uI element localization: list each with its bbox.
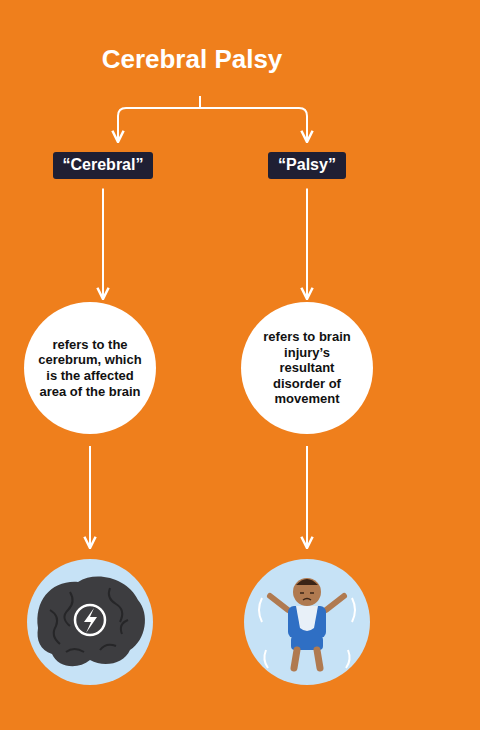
brain-illustration [27, 559, 153, 685]
connector-arrow [102, 189, 104, 300]
term-box: “Palsy” [268, 152, 346, 179]
definition-circle: refers to the cerebrum, which is the aff… [24, 302, 156, 434]
term-box: “Cerebral” [53, 152, 154, 179]
down-arrows [90, 446, 307, 548]
term-label: “Palsy” [278, 156, 336, 174]
term-label: “Cerebral” [63, 156, 144, 174]
definition-text: refers to the cerebrum, which is the aff… [38, 337, 142, 399]
definition-circle: refers to brain injury’s resultant disor… [241, 302, 373, 434]
connector-arrow [306, 189, 308, 300]
title: Cerebral Palsy [102, 44, 283, 75]
definition-text: refers to brain injury’s resultant disor… [255, 329, 359, 407]
baby-illustration [244, 559, 370, 685]
split-bracket [118, 96, 307, 142]
